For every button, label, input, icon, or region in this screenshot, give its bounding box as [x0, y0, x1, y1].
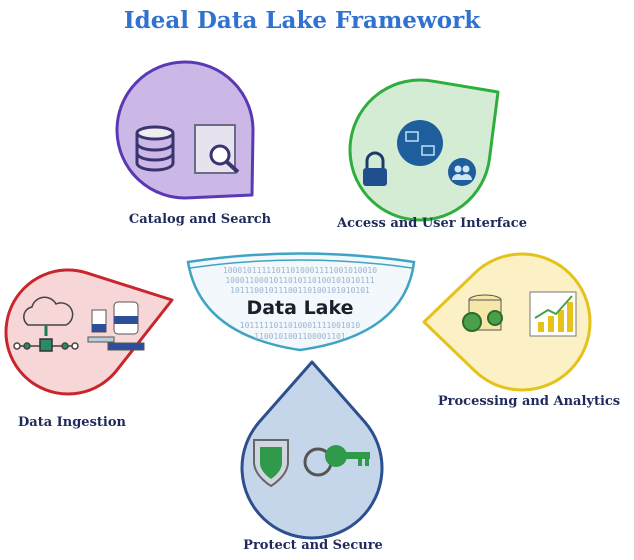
network-icon: [397, 120, 443, 166]
data-lake-center: 1000101111101101000111100101001010001100…: [186, 252, 416, 352]
shield-icon: [253, 439, 289, 488]
binary-row: 10001011111011010001111001010010: [223, 266, 377, 275]
binary-row: 1011111011010001111001010: [240, 321, 361, 330]
drop-ingestion: [4, 268, 174, 396]
label-access-and-user-interface: Access and User Interface: [336, 216, 527, 231]
database-pipeline-icon: [87, 301, 145, 351]
drop-processing: [422, 252, 592, 392]
key-icon: [303, 445, 370, 477]
cloud-network-icon: [13, 296, 79, 352]
bar-chart-icon: [529, 291, 577, 337]
document-search-icon: [194, 124, 240, 174]
data-lake-label: Data Lake: [246, 297, 353, 319]
label-catalog-and-search: Catalog and Search: [129, 212, 272, 227]
gear-database-icon: [462, 294, 503, 332]
lock-icon: [363, 151, 387, 186]
lake-bowl: [186, 252, 416, 352]
database-icon: [135, 125, 175, 172]
label-data-ingestion: Data Ingestion: [18, 415, 126, 430]
label-protect-and-secure: Protect and Secure: [243, 538, 383, 553]
lake-wave: [189, 259, 413, 269]
diagram-title: Ideal Data Lake Framework: [124, 7, 481, 34]
binary-row: 1000110001011010110100101010111: [225, 276, 374, 285]
binary-row: 10111001011100110100101010101: [230, 286, 370, 295]
users-icon: [448, 158, 476, 186]
label-processing-and-analytics: Processing and Analytics: [438, 394, 620, 409]
binary-row: 1100101001100001101: [254, 332, 346, 341]
